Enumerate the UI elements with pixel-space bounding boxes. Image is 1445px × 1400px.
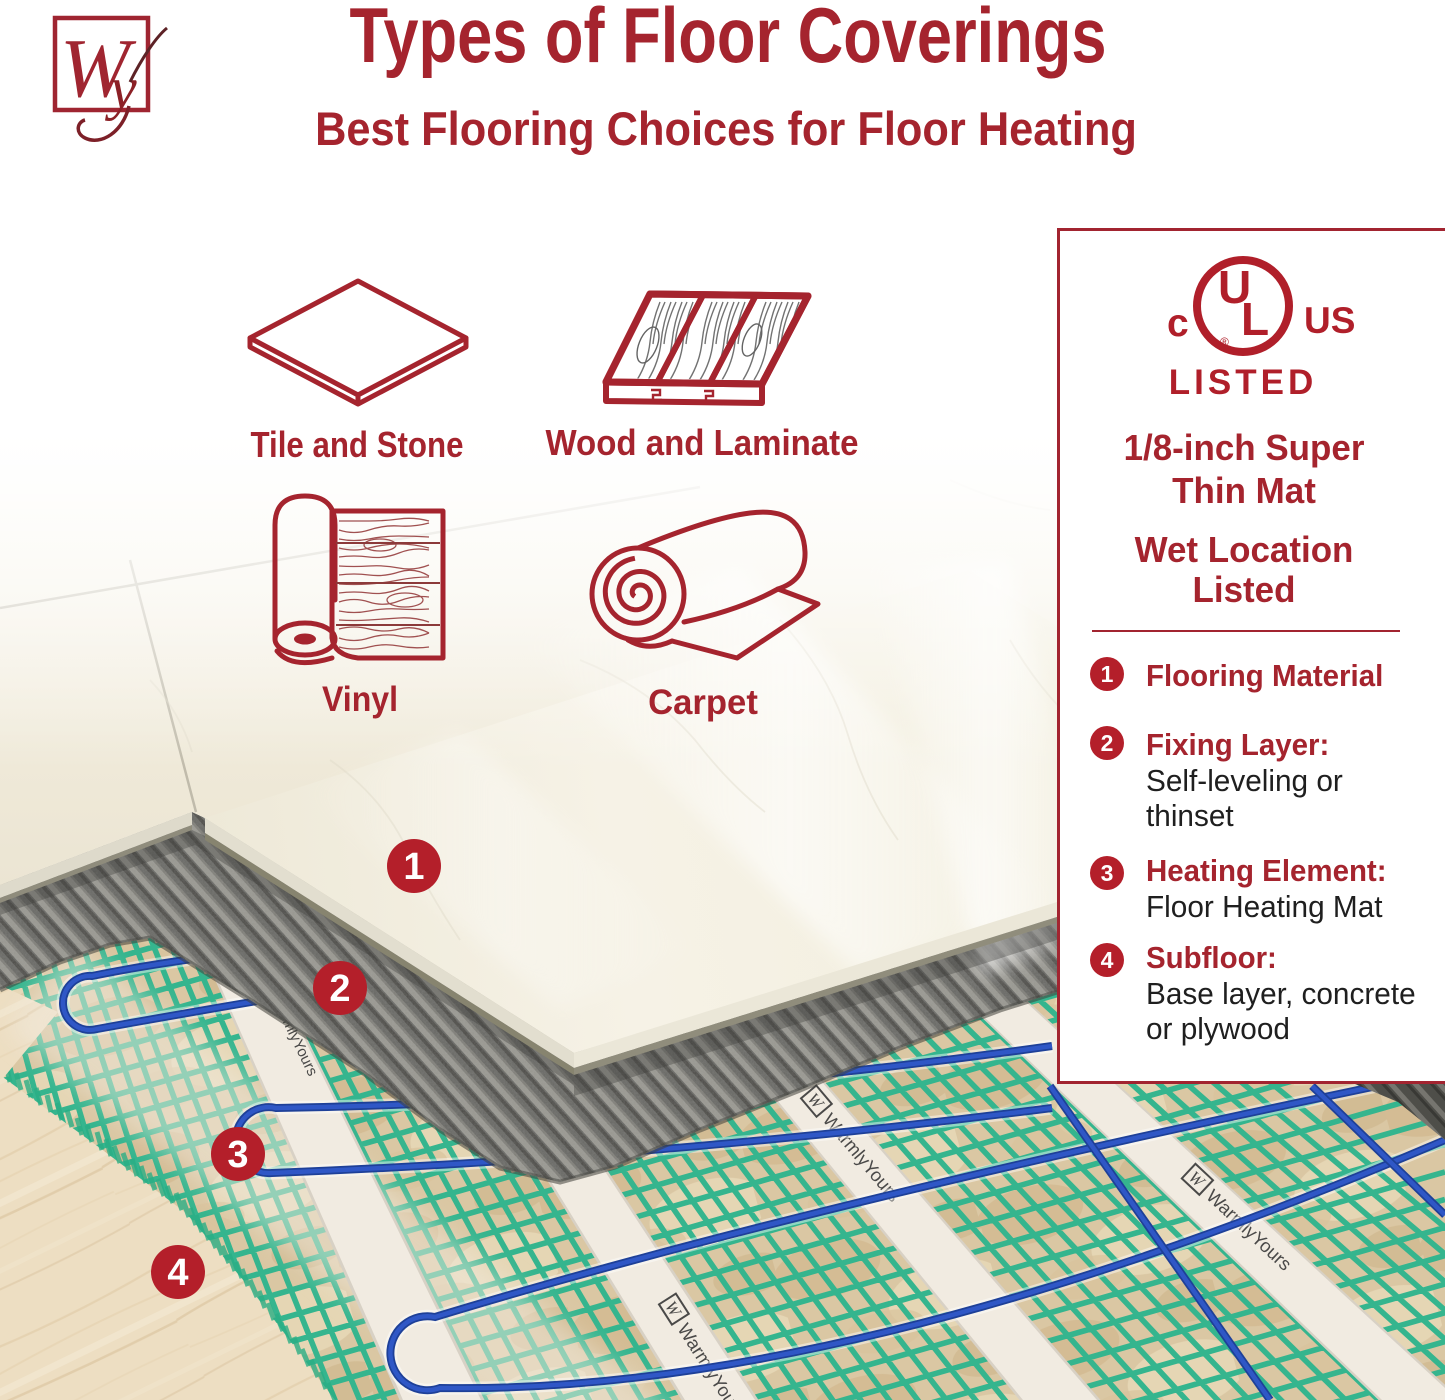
svg-text:LISTED: LISTED [1169, 363, 1317, 402]
svg-text:2: 2 [329, 968, 350, 1010]
svg-text:US: US [1304, 300, 1355, 341]
svg-text:®: ® [1220, 335, 1229, 349]
svg-text:W: W [60, 22, 137, 115]
svg-text:L: L [1241, 293, 1269, 345]
svg-text:c: c [1167, 302, 1189, 345]
svg-text:3: 3 [227, 1134, 248, 1176]
svg-text:U: U [1218, 261, 1251, 313]
svg-text:4: 4 [167, 1252, 188, 1294]
svg-text:y: y [104, 55, 137, 121]
svg-text:1: 1 [403, 846, 424, 888]
